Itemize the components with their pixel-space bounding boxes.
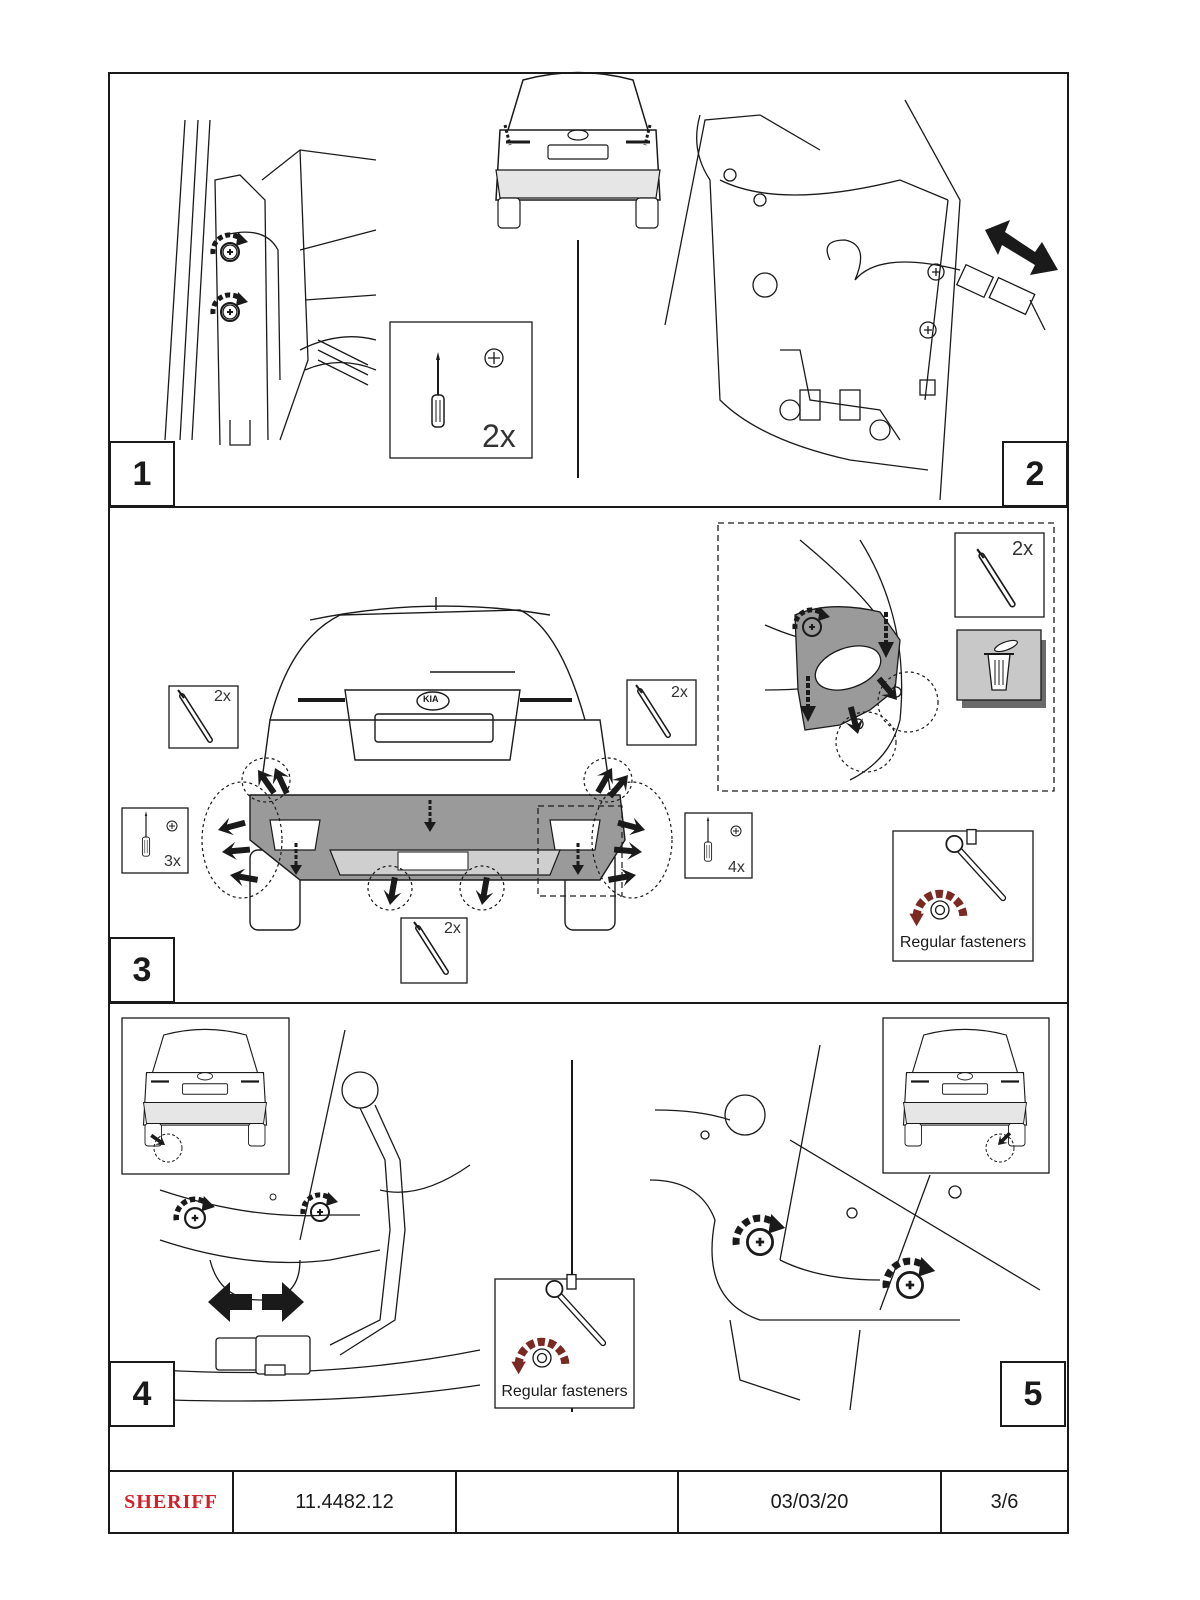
step2-illustration bbox=[664, 99, 1046, 501]
step-number-3: 3 bbox=[109, 937, 175, 1003]
screw-head-icon bbox=[919, 263, 945, 339]
rotate-arrows-icon bbox=[213, 232, 248, 261]
step4-illustration bbox=[159, 1029, 481, 1402]
wiring-connector bbox=[215, 1335, 311, 1376]
trash-bin-icon bbox=[984, 639, 1018, 691]
rotate-arrows-icon bbox=[736, 1214, 785, 1255]
car-rear-thumbnail bbox=[494, 71, 662, 230]
step-number-2: 2 bbox=[1002, 441, 1068, 507]
screw-box-right bbox=[684, 812, 753, 879]
detail-zoom-box bbox=[717, 522, 1055, 792]
quantity-label: 3x bbox=[164, 853, 181, 870]
date: 03/03/20 bbox=[770, 1490, 849, 1513]
quantity-label: 4x bbox=[728, 859, 745, 876]
step1-illustration bbox=[164, 119, 377, 446]
brand-logo: SHERIFF bbox=[124, 1490, 218, 1513]
rotate-arrows-icon bbox=[303, 1192, 338, 1221]
step-number-5: 5 bbox=[1000, 1361, 1066, 1427]
quantity-label: 2x bbox=[214, 688, 231, 705]
double-arrow-icon bbox=[208, 1282, 304, 1322]
part-number: 11.4482.12 bbox=[295, 1490, 394, 1513]
quantity-label: 2x bbox=[671, 684, 688, 701]
clip-box-detail bbox=[954, 532, 1045, 618]
fastener-callouts bbox=[201, 757, 673, 911]
screw-box-left bbox=[121, 807, 189, 874]
tool-box-step1 bbox=[389, 321, 533, 459]
wrench-label: Regular fasteners bbox=[501, 1383, 628, 1400]
step-number-1: 1 bbox=[109, 441, 175, 507]
step-number-4: 4 bbox=[109, 1361, 175, 1427]
phillips-head-icon bbox=[484, 348, 504, 368]
quantity-label: 2x bbox=[482, 418, 516, 454]
quantity-label: 2x bbox=[1012, 538, 1034, 560]
down-arrows bbox=[290, 800, 584, 875]
blank-field bbox=[456, 1471, 678, 1533]
wrench-box-step45 bbox=[494, 1278, 635, 1409]
car-badge: KIA bbox=[423, 694, 439, 704]
page-number: 3/6 bbox=[990, 1490, 1019, 1513]
double-arrow-icon bbox=[985, 220, 1058, 275]
rotate-arrows-icon bbox=[886, 1257, 935, 1298]
quantity-label: 2x bbox=[444, 920, 461, 937]
wrench-label: Regular fasteners bbox=[899, 934, 1027, 951]
